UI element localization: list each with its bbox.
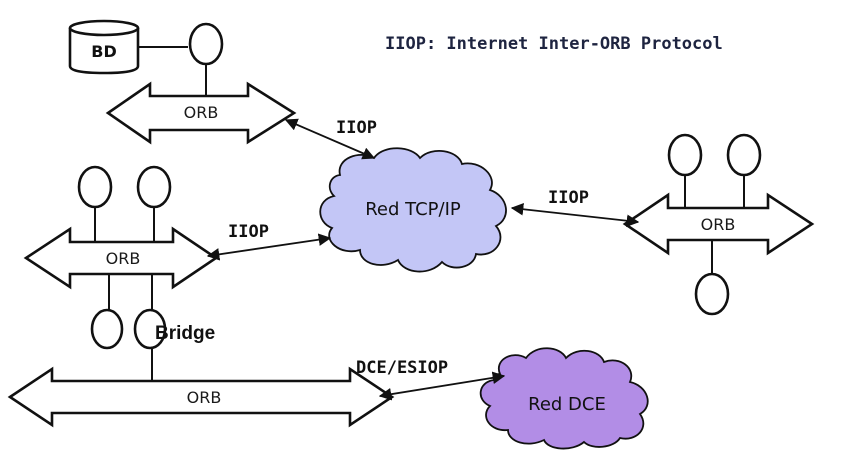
dce-cloud-label: Red DCE: [528, 394, 606, 415]
iiop-label-right: IIOP: [548, 188, 589, 208]
iiop-label-left: IIOP: [228, 222, 269, 242]
iiop-connection-left: [206, 233, 332, 261]
tcpip-cloud-label: Red TCP/IP: [365, 199, 461, 220]
object-node: [136, 165, 172, 244]
object-node: [133, 308, 167, 350]
orb-right: ORB: [622, 192, 815, 256]
object-node: [77, 165, 113, 244]
dce-network-cloud: Red DCE: [479, 347, 649, 450]
object-node: [188, 22, 224, 96]
object-node: [694, 240, 730, 316]
dce-esiop-label: DCE/ESIOP: [356, 358, 448, 378]
iiop-label-top: IIOP: [336, 118, 377, 138]
object-node: [726, 133, 762, 209]
database-label: BD: [91, 42, 116, 61]
database-icon: BD: [68, 19, 140, 75]
orb-top-left: ORB: [105, 81, 297, 145]
iiop-connection-top: [284, 118, 376, 160]
orb-label: ORB: [187, 388, 222, 407]
bridge-label: Bridge: [155, 323, 215, 344]
orb-label: ORB: [701, 215, 736, 234]
dce-esiop-connection: [378, 371, 506, 401]
orb-label: ORB: [106, 249, 141, 268]
tcpip-network-cloud: Red TCP/IP: [319, 147, 507, 273]
orb-bottom: ORB: [7, 366, 395, 428]
orb-middle-left: ORB: [23, 226, 219, 290]
object-node: [667, 133, 703, 209]
diagram-title: IIOP: Internet Inter-ORB Protocol: [385, 34, 723, 54]
orb-label: ORB: [184, 103, 219, 122]
object-node: [90, 308, 124, 350]
iiop-connection-right: [510, 202, 640, 228]
